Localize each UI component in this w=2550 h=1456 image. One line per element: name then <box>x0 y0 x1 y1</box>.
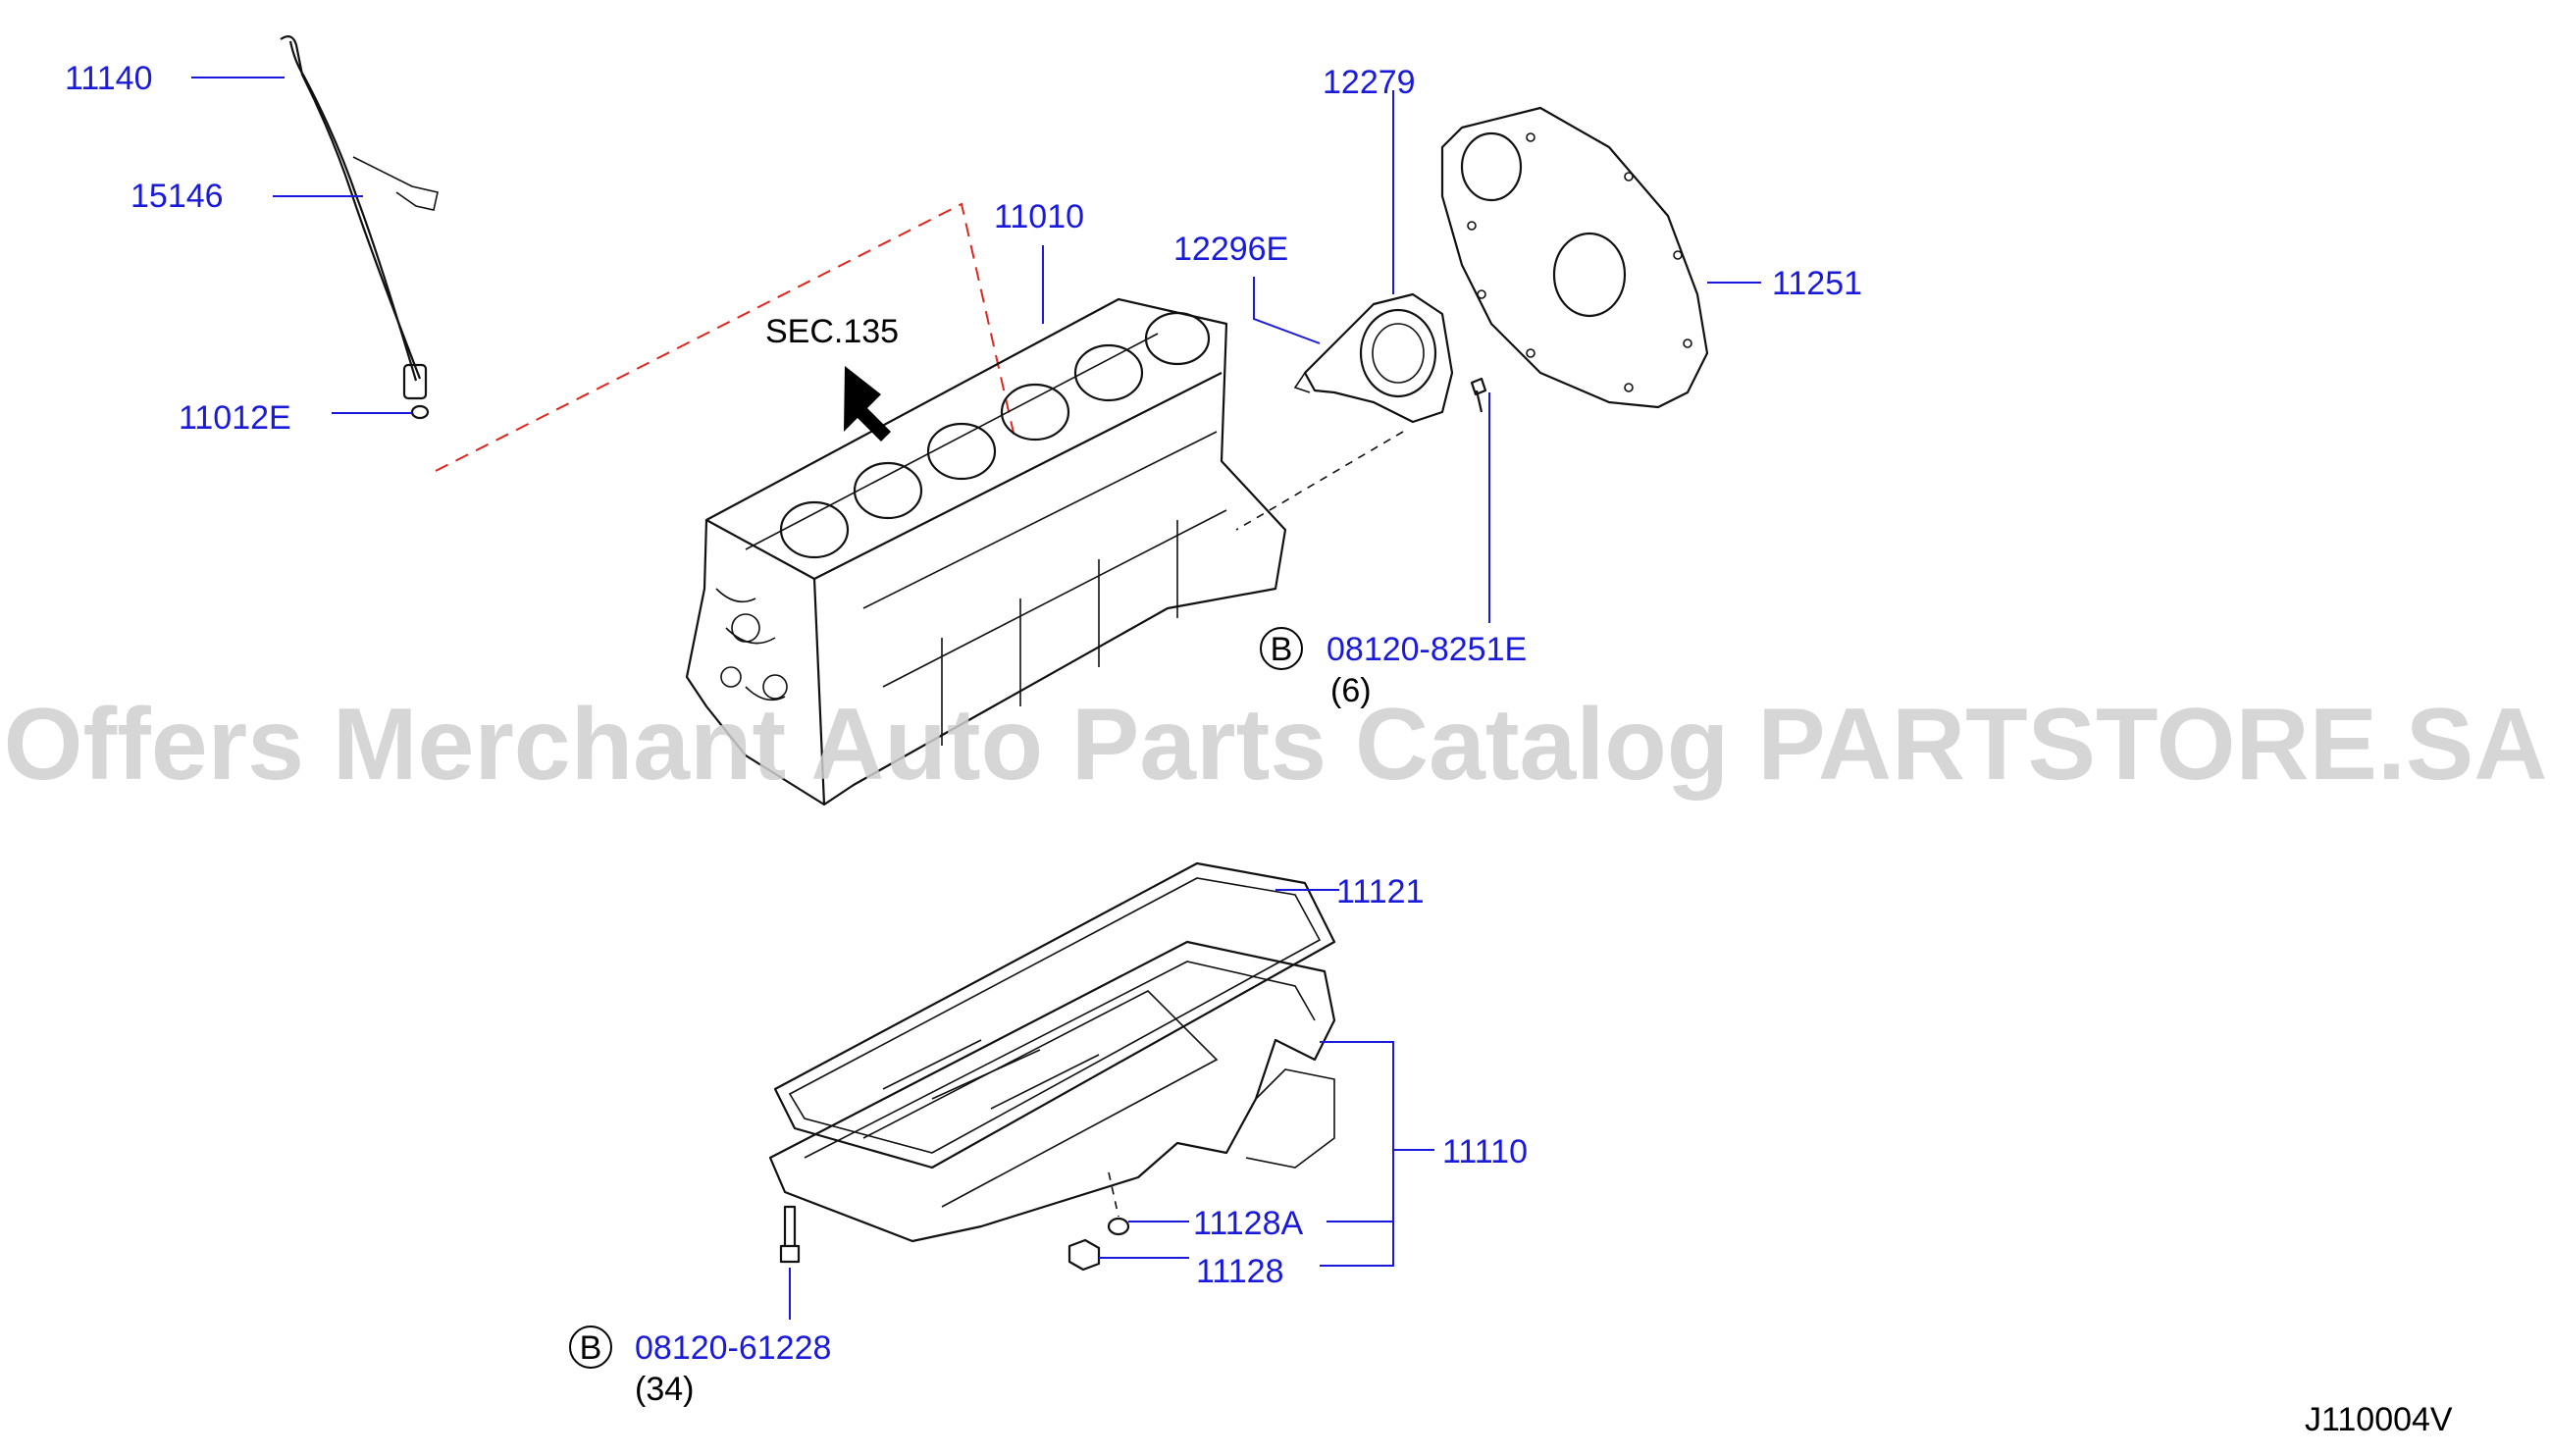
section-arrow <box>844 366 891 442</box>
oil-pan-gasket <box>773 861 1336 1170</box>
label-11012e[interactable]: 11012E <box>179 399 291 437</box>
alignment-line-drain <box>1108 1171 1119 1218</box>
bolt-marker-b-lower: B <box>569 1326 612 1369</box>
callout-lines <box>191 77 1761 1320</box>
alignment-line-seal <box>1235 431 1404 531</box>
drain-plug <box>1067 1238 1101 1272</box>
svg-text:B: B <box>580 1329 602 1367</box>
bolt-marker-b-upper: B <box>1260 627 1303 670</box>
label-12296e[interactable]: 12296E <box>1173 231 1288 268</box>
rear-oil-seal <box>1293 292 1487 424</box>
label-11128[interactable]: 11128 <box>1196 1253 1284 1290</box>
cylinder-block <box>685 297 1287 806</box>
section-boundary <box>435 202 1016 472</box>
oil-pan <box>768 940 1336 1243</box>
label-11140[interactable]: 11140 <box>65 60 153 97</box>
dipstick-assembly <box>280 35 439 420</box>
label-11010[interactable]: 11010 <box>994 198 1084 235</box>
label-08120-61228[interactable]: 08120-61228 <box>635 1329 831 1367</box>
diagram-code: J110004V <box>2305 1401 2453 1438</box>
svg-text:B: B <box>1271 631 1293 668</box>
label-08120-8251e[interactable]: 08120-8251E <box>1327 631 1527 668</box>
watermark: Offers Merchant Auto Parts Catalog PARTS… <box>4 688 2548 802</box>
drain-plug-washer <box>1107 1217 1130 1236</box>
oil-pan-bolt <box>779 1205 801 1264</box>
label-11121[interactable]: 11121 <box>1336 873 1425 910</box>
label-11251[interactable]: 11251 <box>1772 265 1862 302</box>
label-11128a[interactable]: 11128A <box>1193 1205 1303 1242</box>
label-15146[interactable]: 15146 <box>130 178 224 215</box>
label-12279[interactable]: 12279 <box>1323 64 1416 101</box>
qty-6: (6) <box>1330 672 1372 709</box>
rear-plate <box>1440 106 1709 409</box>
section-reference[interactable]: SEC.135 <box>765 313 899 350</box>
label-11110[interactable]: 11110 <box>1442 1133 1528 1170</box>
qty-34: (34) <box>635 1371 694 1408</box>
